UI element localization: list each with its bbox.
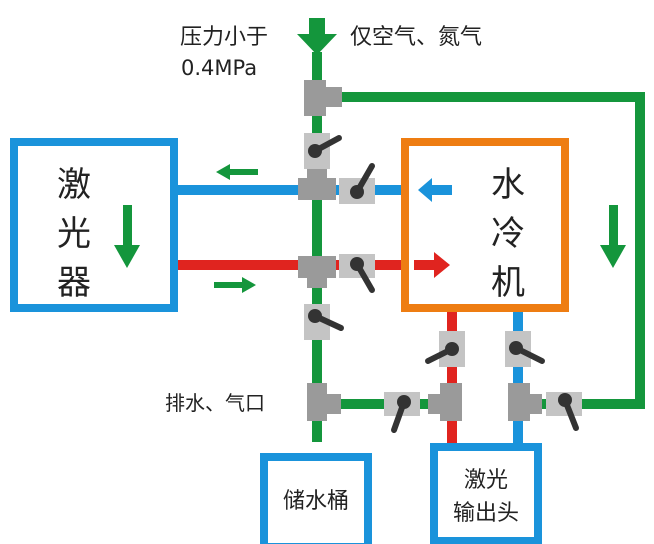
- valve: [425, 331, 465, 367]
- valve: [546, 392, 582, 431]
- output-head-label: 激光: [464, 468, 508, 493]
- chiller-label: 机: [491, 263, 525, 303]
- arrow-red-right-icon: [414, 252, 450, 278]
- chiller-label: 冷: [491, 214, 525, 254]
- arrow-right-icon: [214, 277, 256, 293]
- laser-label: 器: [57, 263, 91, 303]
- drain-label: 排水、气口: [165, 391, 265, 415]
- water-tank-label: 储水桶: [283, 489, 349, 514]
- laser-label: 光: [57, 214, 91, 254]
- gas-type-label: 仅空气、氮气: [350, 25, 482, 50]
- arrow-blue-left-icon: [418, 178, 452, 202]
- valves[interactable]: [304, 133, 582, 433]
- output-head-label: 输出头: [453, 501, 519, 526]
- arrow-down-icon: [600, 205, 626, 268]
- arrows: [114, 18, 626, 293]
- arrow-down-icon: [114, 205, 140, 268]
- arrow-left-icon: [216, 164, 258, 180]
- chiller-label: 水: [491, 165, 525, 205]
- valve: [304, 133, 342, 169]
- valve: [339, 254, 375, 293]
- valve: [339, 163, 375, 204]
- tee-fittings: [298, 80, 542, 421]
- chiller-box: [401, 138, 569, 312]
- pressure-label: 压力小于: [180, 25, 268, 50]
- valve: [384, 392, 420, 433]
- valve: [505, 331, 545, 367]
- laser-box: [10, 138, 178, 312]
- inlet-arrow-down-icon: [297, 18, 337, 55]
- valve: [304, 304, 344, 340]
- output-head-box: [430, 443, 542, 544]
- pressure-value: 0.4MPa: [181, 56, 257, 80]
- laser-label: 激: [57, 165, 91, 205]
- water-tank-box: [260, 453, 372, 544]
